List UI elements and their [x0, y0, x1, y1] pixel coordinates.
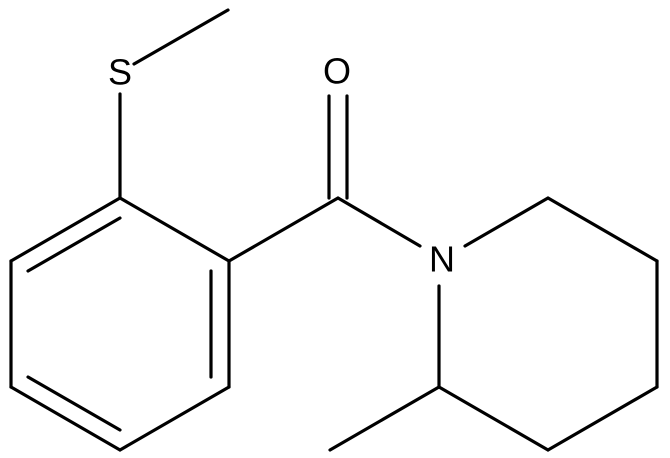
bond-ring-c1-c2 [118, 196, 231, 263]
bond-pip-c4-c5 [546, 385, 659, 452]
atom-label-nitrogen: N [429, 239, 455, 280]
bond-methyl-substituent [328, 385, 441, 452]
bond-ring-c6-c1-inner [26, 216, 122, 273]
bond-pip-c5-c6 [437, 385, 550, 452]
bond-ring-c3-c4 [118, 385, 231, 452]
atom-label-oxygen: O [323, 51, 351, 92]
bond-ring-c4-c5-inner [26, 375, 122, 432]
bond-ring-c4-c5 [9, 385, 122, 452]
bond-carbonyl-nitrogen [336, 196, 422, 248]
bond-ring-c6-c1 [9, 196, 122, 263]
bond-nitrogen-ch2 [463, 196, 550, 248]
bond-ring-carbonyl [227, 196, 340, 263]
atom-label-sulfur: S [108, 52, 132, 93]
bond-pip-c2-c3 [546, 196, 659, 263]
bond-methyl-sulfur [132, 8, 230, 66]
